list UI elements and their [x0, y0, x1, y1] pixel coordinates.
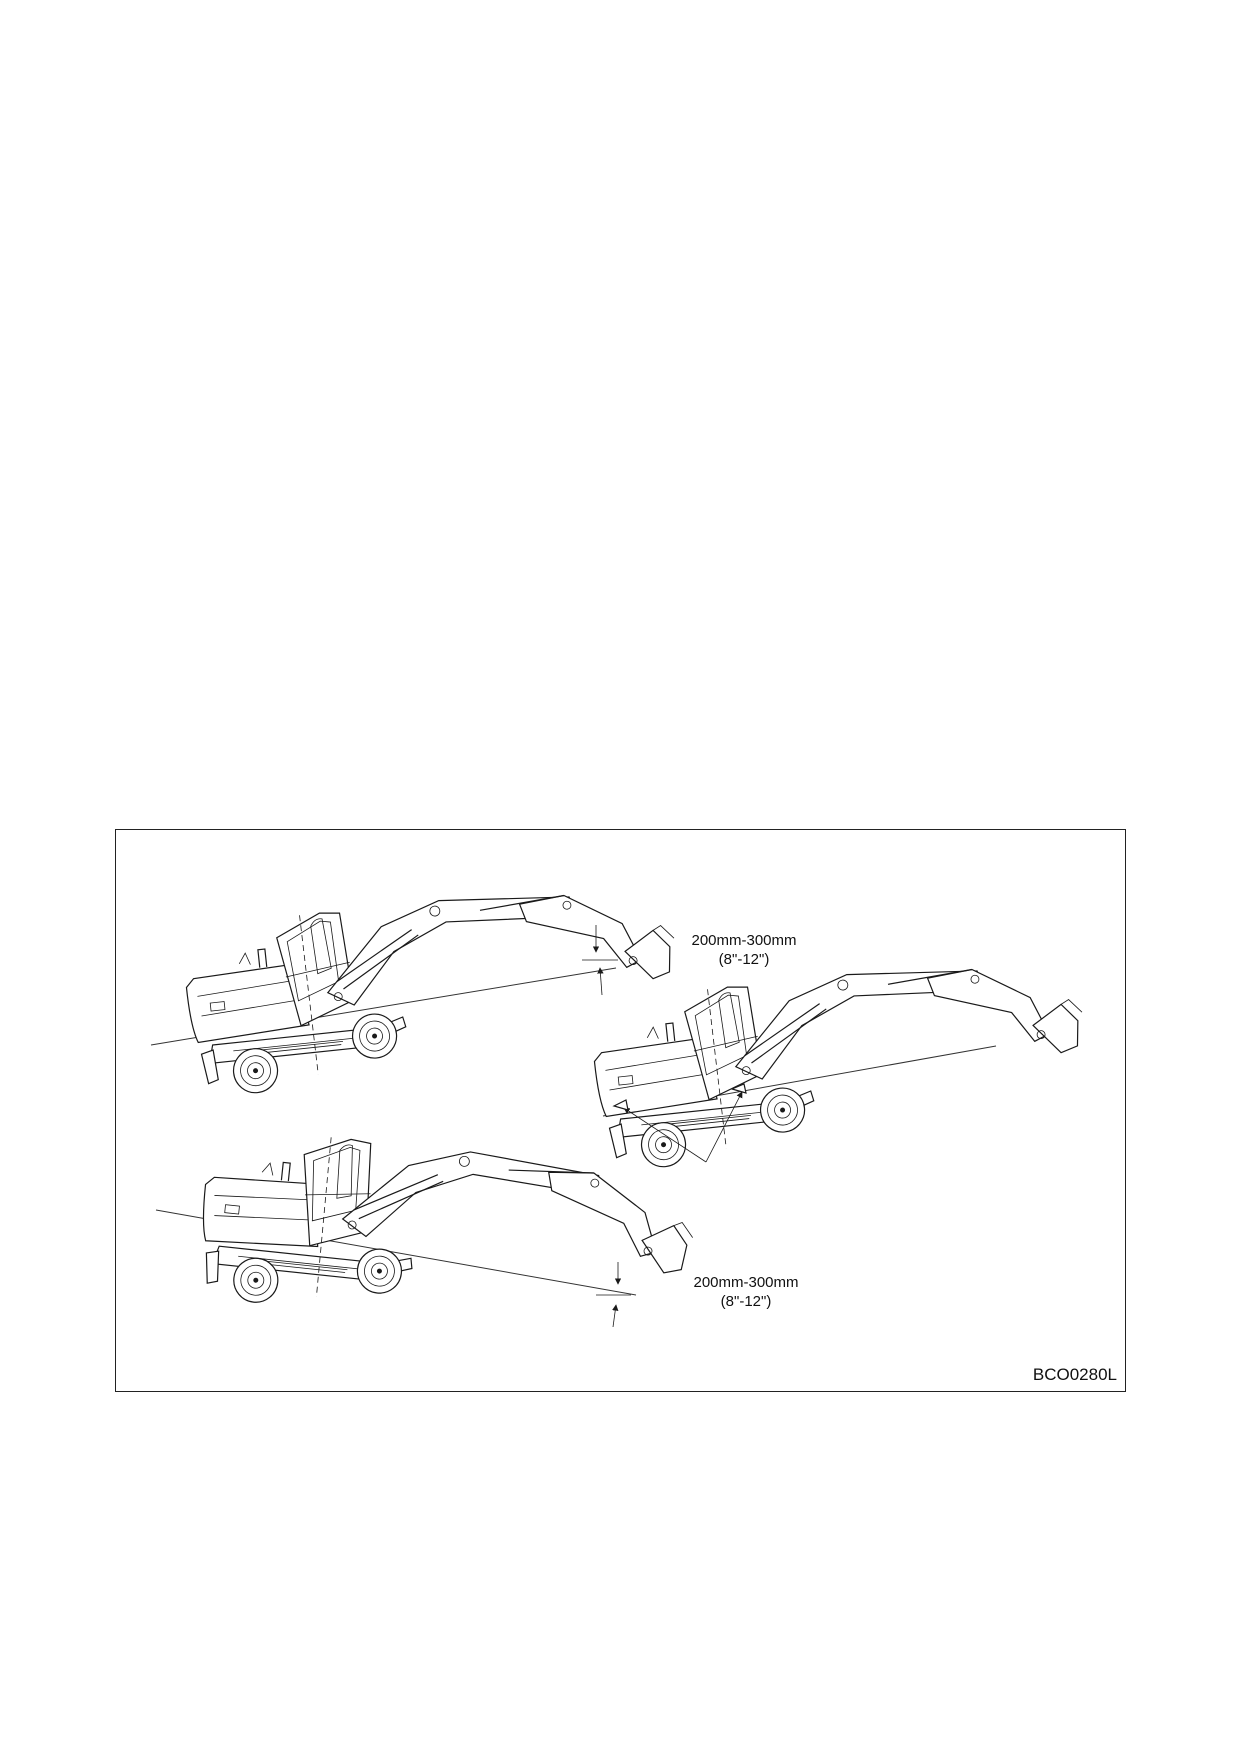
excavator-downhill-travel — [194, 1125, 699, 1347]
wheel-chock-1 — [612, 1099, 629, 1111]
excavator-slope-parked — [588, 951, 1093, 1173]
clearance-label-top-metric: 200mm-300mm — [691, 932, 797, 949]
dimension-arrow-2-bottom — [612, 1304, 619, 1328]
clearance-label-bottom-imperial: (8"-12") — [720, 1293, 772, 1310]
excavator-slope-diagram — [150, 830, 1127, 1393]
wheel-chock-2 — [730, 1083, 747, 1094]
leader-arrow-left — [623, 1107, 707, 1163]
leader-arrow-right — [705, 1091, 743, 1163]
figure-frame: 200mm-300mm (8"-12") 200mm-300mm (8"-12"… — [115, 829, 1126, 1392]
clearance-label-bottom-metric: 200mm-300mm — [693, 1274, 799, 1291]
clearance-label-top-imperial: (8"-12") — [718, 951, 770, 968]
clearance-label-bottom: 200mm-300mm (8"-12") — [666, 1273, 826, 1311]
figure-code: BCO0280L — [1032, 1365, 1117, 1384]
clearance-label-top: 200mm-300mm (8"-12") — [664, 931, 824, 969]
dimension-arrow-1-bottom — [597, 967, 604, 996]
